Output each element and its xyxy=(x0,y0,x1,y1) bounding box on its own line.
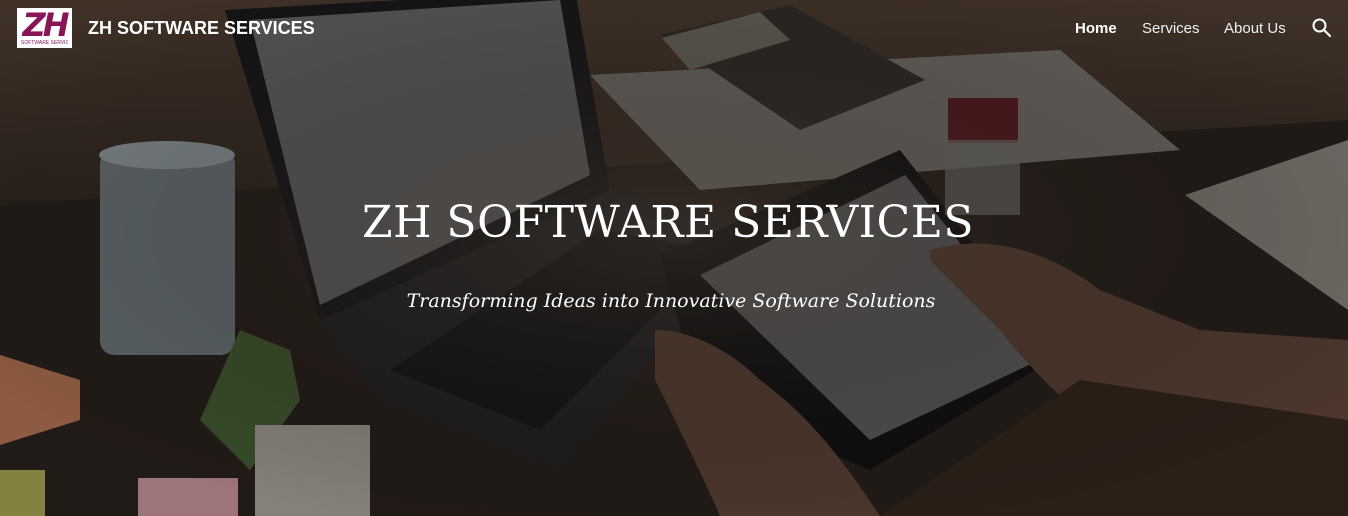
nav-item-about-us[interactable]: About Us xyxy=(1224,20,1286,37)
nav-item-services[interactable]: Services xyxy=(1142,20,1200,37)
site-title-link[interactable]: ZH SOFTWARE SERVICES xyxy=(88,18,315,38)
search-icon[interactable] xyxy=(1311,17,1333,39)
nav-item-home[interactable]: Home xyxy=(1075,20,1117,37)
logo-subtext: SOFTWARE SERVICES xyxy=(21,40,68,46)
hero-tagline: Transforming Ideas into Innovative Softw… xyxy=(406,290,936,312)
top-navigation-bar: ZH SOFTWARE SERVICES ZH SOFTWARE SERVICE… xyxy=(0,0,1348,56)
hero-title: ZH SOFTWARE SERVICES xyxy=(362,197,974,248)
logo-letters: ZH xyxy=(22,6,70,44)
site-logo[interactable]: ZH SOFTWARE SERVICES xyxy=(17,6,72,48)
